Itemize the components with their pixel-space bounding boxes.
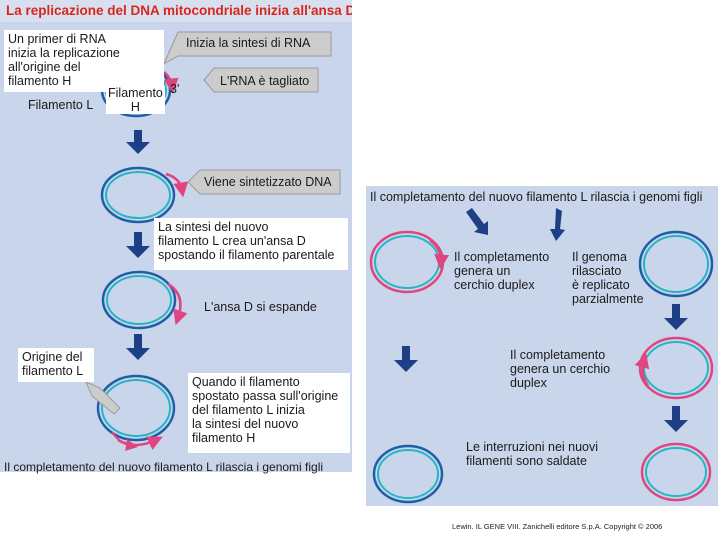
flow-arrows-right <box>394 208 688 432</box>
circle-right-bottom-left <box>372 444 444 504</box>
callout-rna-start: Inizia la sintesi di RNA <box>186 36 311 50</box>
label-3prime: 3' <box>170 82 180 96</box>
left-title: La replicazione del DNA mitocondriale in… <box>0 0 352 22</box>
copyright-notice: Lewin. IL GENE VIII. Zanichelli editore … <box>452 522 663 531</box>
text-partial: Il genoma rilasciato è replicato parzial… <box>572 250 644 306</box>
circle-step4 <box>96 374 176 451</box>
label-filamento-l: Filamento L <box>28 98 94 112</box>
displaced-box: Quando il filamento spostato passa sull'… <box>188 373 350 453</box>
callout-rna-cut: L'RNA è tagliato <box>220 74 310 88</box>
left-footer: Il completamento del nuovo filamento L r… <box>4 460 324 474</box>
label-ansa-expand: L'ansa D si espande <box>204 300 317 314</box>
text-duplex-left: Il completamento genera un cerchio duple… <box>454 250 550 292</box>
circle-right-mid <box>634 336 714 400</box>
callout-dna-synth: Viene sintetizzato DNA <box>204 175 332 189</box>
circle-step3 <box>101 270 188 330</box>
circle-right-left <box>369 230 450 294</box>
callout-arrows <box>85 31 341 415</box>
new-l-box: La sintesi del nuovo filamento L crea un… <box>154 218 348 270</box>
circle-step2 <box>100 166 189 224</box>
flow-arrows-left <box>126 130 150 360</box>
primer-box: Un primer di RNA inizia la replicazione … <box>4 30 164 92</box>
circle-right-top <box>638 230 714 298</box>
origin-l-box: Origine del filamento L <box>18 348 94 382</box>
text-duplex-right: Il completamento genera un cerchio duple… <box>510 348 611 390</box>
right-title: Il completamento del nuovo filamento L r… <box>370 190 703 204</box>
circle-right-bottom-right <box>640 442 712 502</box>
text-sealed: Le interruzioni nei nuovi filamenti sono… <box>466 440 599 468</box>
label-filamento-h: Filamento H <box>106 86 165 114</box>
